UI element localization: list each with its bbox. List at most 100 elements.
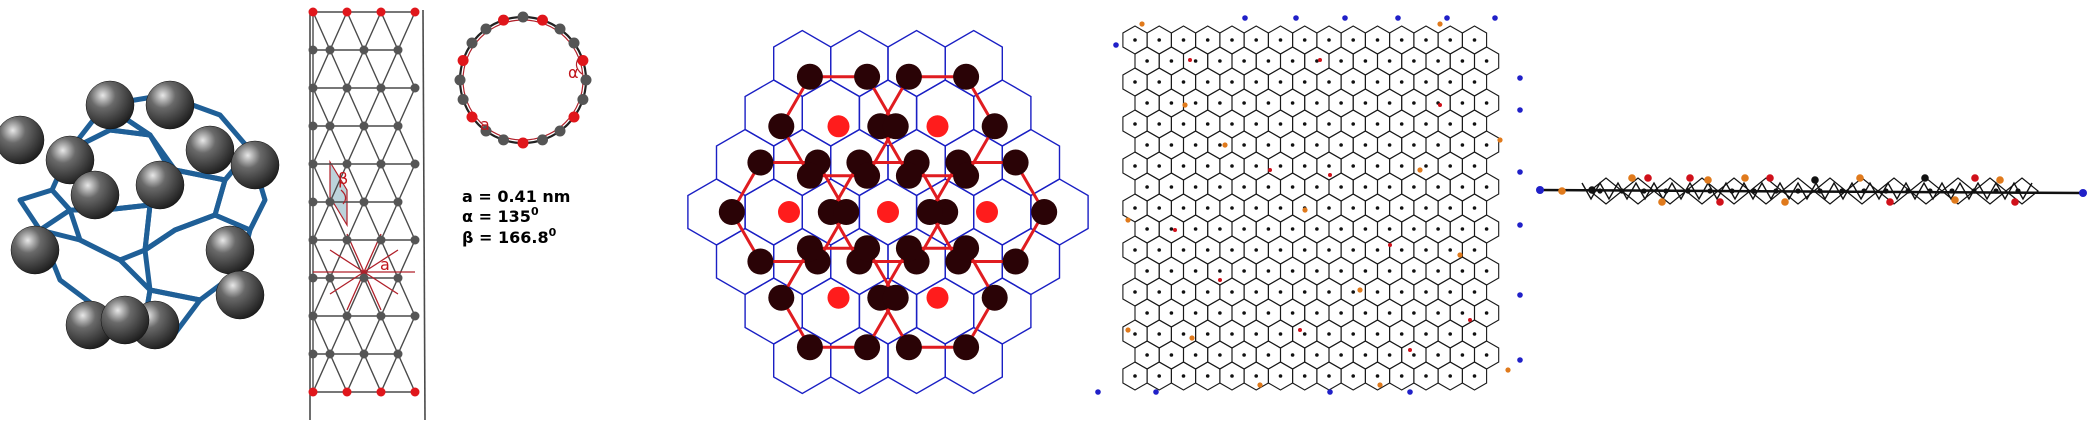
sheet-center-dot	[1315, 101, 1319, 105]
sheet-center-dot	[1302, 332, 1307, 336]
sheet-center-dot	[1375, 164, 1380, 168]
tube-atom	[308, 121, 318, 131]
tube-bond	[312, 49, 331, 89]
tube-bond	[397, 277, 416, 317]
sheet-center-dot	[1266, 227, 1271, 231]
lattice-atom	[1031, 199, 1058, 225]
sheet-center-dot	[1399, 332, 1404, 336]
a-length-label: a = 0.41 nm	[462, 187, 570, 206]
sheet-center-dot	[1351, 248, 1355, 252]
sideview-atom	[1971, 174, 1979, 182]
sheet-center-dot	[1181, 332, 1186, 336]
sheet-center-dot	[1484, 185, 1489, 189]
ring-atom	[568, 37, 580, 49]
sheet-center-dot	[1181, 206, 1186, 210]
tube-atom	[393, 273, 403, 283]
sheet-center-dot	[1266, 59, 1271, 63]
lattice-atom	[895, 63, 922, 90]
tube-bond	[363, 125, 382, 165]
sideview-atom-group	[1536, 174, 2087, 206]
tube-atom	[376, 159, 386, 169]
sheet-center-dot	[1230, 332, 1234, 336]
sheet-center-dot	[1133, 248, 1137, 252]
tube-bond	[312, 163, 331, 203]
sheet-edge-atom-blue	[1407, 389, 1413, 395]
tube-bond	[346, 353, 365, 393]
sideview-atom	[1641, 188, 1647, 194]
tube-atom	[393, 121, 403, 131]
ring-atom	[498, 14, 509, 26]
tube-bond	[397, 163, 416, 203]
sheet-center-dot	[1230, 80, 1234, 84]
sheet-center-dot	[1242, 353, 1246, 357]
sheet-center-dot	[1363, 143, 1368, 147]
sheet-center-dot	[1436, 227, 1440, 231]
sheet-center-dot	[1351, 38, 1355, 42]
sheet-center-dot	[1436, 311, 1440, 315]
sheet-edge-atom-blue	[1242, 15, 1248, 21]
tube-bond	[329, 163, 348, 203]
sheet-center-dot	[1339, 101, 1343, 105]
ring-atom	[466, 111, 478, 123]
sheet-center-dot	[1460, 59, 1465, 63]
sheet-center-dot	[1436, 143, 1440, 147]
sheet-center-dot	[1412, 269, 1416, 273]
tube-atom	[410, 159, 420, 169]
sheet-edge-atom-orange	[1125, 327, 1131, 333]
sheet-center-dot	[1145, 143, 1149, 147]
sheet-edge-atom-blue	[1113, 42, 1119, 48]
sheet-center-dot	[1278, 164, 1283, 168]
sheet-center-dot	[1375, 248, 1380, 252]
sheet-center-dot	[1387, 353, 1392, 357]
sheet-edge-atom-red	[1173, 228, 1177, 232]
tube-atom	[376, 235, 386, 245]
sheet-center-dot	[1448, 332, 1452, 336]
sheet-center-dot	[1412, 185, 1416, 189]
sheet-edge-atom-blue	[1153, 389, 1159, 395]
tube-bond	[380, 277, 399, 317]
sheet-center-dot	[1424, 290, 1428, 294]
lattice-panel	[687, 29, 1089, 395]
tube-bond	[312, 11, 331, 51]
sheet-center-dot	[1399, 38, 1404, 42]
sheet-center-dot	[1327, 374, 1331, 378]
sideview-atom	[1886, 198, 1894, 206]
sheet-edge-atom-orange	[1189, 335, 1195, 341]
sideview-atom	[1993, 188, 1999, 194]
sheet-center-dot	[1278, 332, 1283, 336]
sheet-center-dot	[1375, 206, 1380, 210]
sheet-edge-atom-blue	[1517, 107, 1523, 113]
sheet-edge-atom-blue	[1293, 15, 1299, 21]
sheet-center-dot	[1424, 38, 1428, 42]
sheet-center-dot	[1133, 80, 1137, 84]
ring-atom	[517, 137, 529, 149]
sheet-edge-atom-orange	[1257, 382, 1263, 388]
tube-bond	[397, 87, 416, 127]
ring-atom	[554, 23, 566, 35]
ring-atom	[537, 14, 548, 26]
sheet-center-dot	[1193, 143, 1198, 147]
sideview-atom	[1716, 198, 1724, 206]
sideview-atom	[2011, 198, 2019, 206]
sheet-center-dot	[1424, 164, 1428, 168]
sheet-center-dot	[1205, 38, 1210, 42]
sheet-edge-atom-orange	[1377, 382, 1383, 388]
ring-atom	[457, 94, 469, 105]
alpha-angle-label: α = 1350	[462, 205, 539, 226]
tube-bond	[329, 11, 348, 51]
sheet-center-dot	[1315, 59, 1319, 63]
sheet-center-dot	[1484, 353, 1489, 357]
tube-atom	[308, 7, 318, 17]
sheet-center-dot	[1424, 374, 1428, 378]
lattice-atom	[895, 235, 922, 262]
sheet-center-dot	[1169, 269, 1174, 273]
tube-bond	[380, 125, 399, 165]
sheet-center-dot	[1205, 332, 1210, 336]
sheet-center-dot	[1218, 185, 1222, 189]
tube-atom	[325, 349, 335, 359]
sheet-center-dot	[1387, 143, 1392, 147]
sheet-center-dot	[1436, 353, 1440, 357]
lattice-atom	[1002, 248, 1029, 275]
cage-bond-ring	[17, 187, 73, 233]
cage-atom-group	[0, 80, 280, 350]
